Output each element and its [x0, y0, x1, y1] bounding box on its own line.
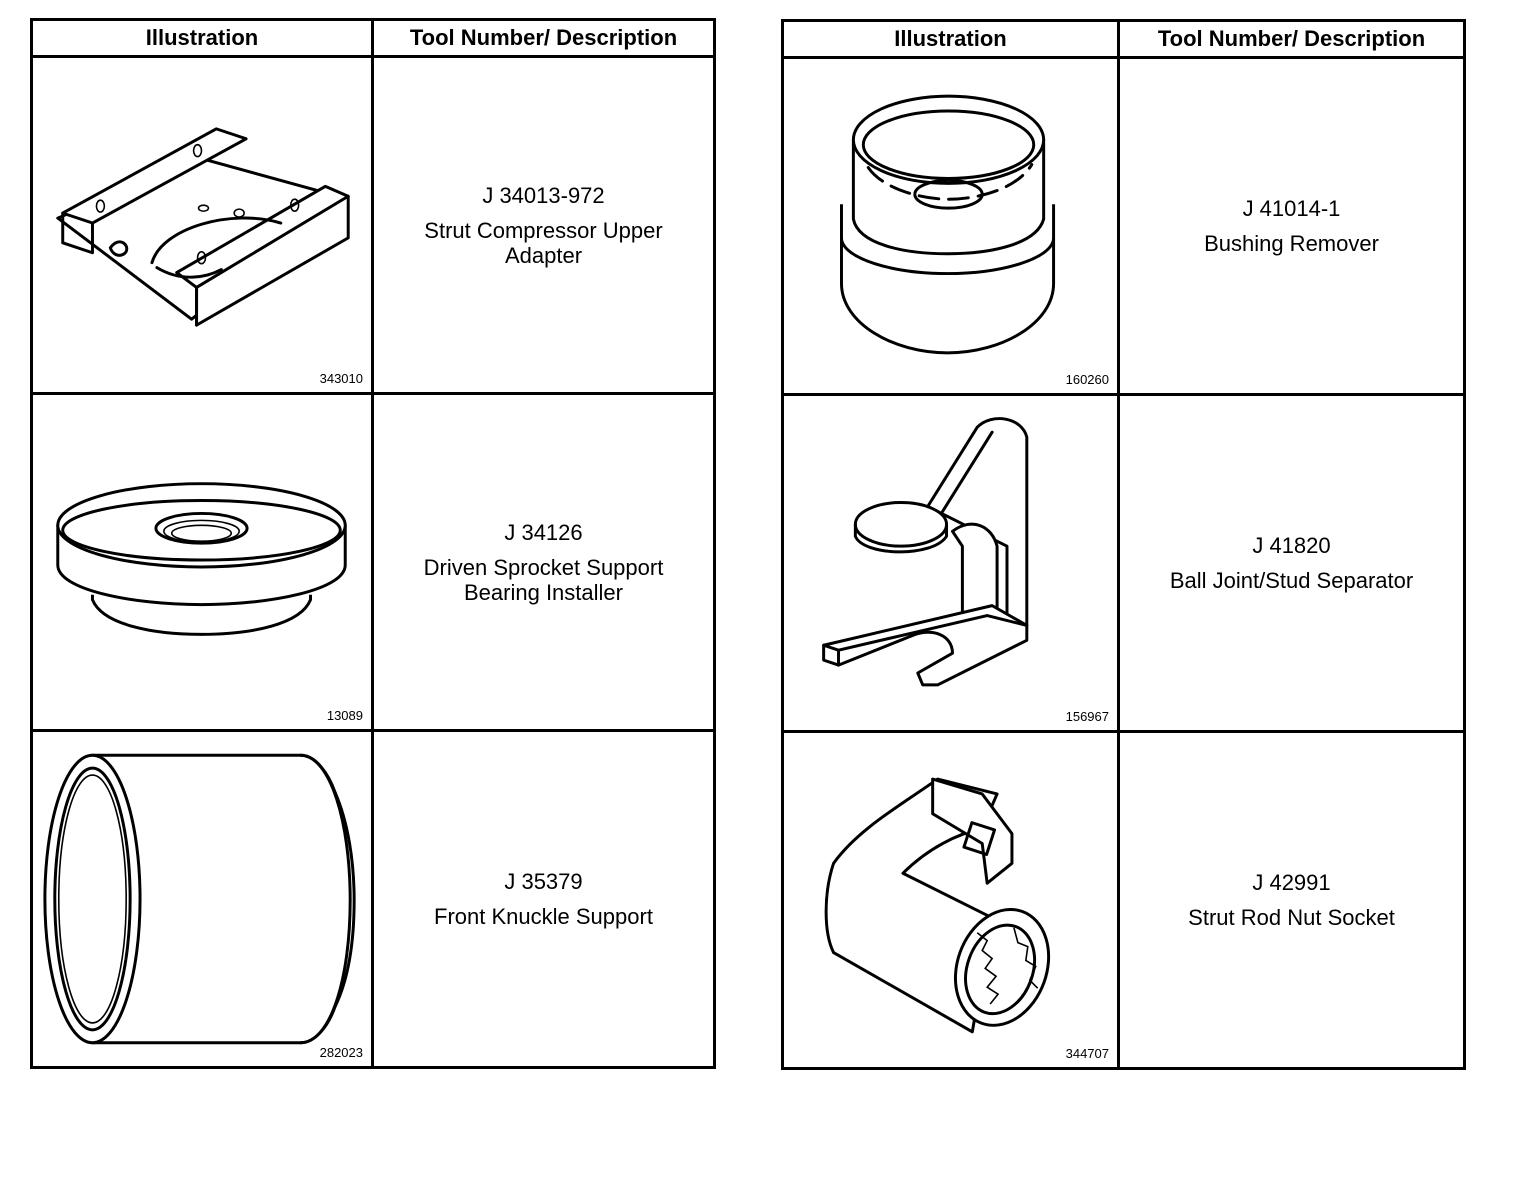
figure-number: 344707 [1065, 1046, 1109, 1061]
ball-joint-separator-icon [822, 417, 1029, 687]
figure-number: 282023 [319, 1045, 363, 1060]
tool-description-cell: J 34013-972 Strut Compressor Upper Adapt… [371, 55, 716, 395]
illustration-cell: 160260 [781, 56, 1120, 396]
tool-name: Ball Joint/Stud Separator [1169, 568, 1414, 593]
figure-number: 156967 [1065, 709, 1109, 724]
table-row: 13089 J 34126 Driven Sprocket Support Be… [30, 392, 716, 732]
knuckle-support-icon [43, 753, 356, 1045]
illustration-cell: 13089 [30, 392, 374, 732]
table-row: 156967 J 41820 Ball Joint/Stud Separator [781, 393, 1466, 733]
tool-name: Strut Compressor Upper Adapter [424, 217, 663, 268]
strut-rod-nut-socket-icon [824, 777, 1051, 1034]
tool-name: Strut Rod Nut Socket [1188, 905, 1395, 930]
bearing-installer-icon [56, 482, 347, 636]
tool-number: J 41820 [1252, 533, 1331, 558]
tool-number: J 34126 [504, 519, 583, 545]
figure-number: 13089 [326, 708, 363, 723]
header-illustration: Illustration [781, 19, 1120, 59]
header-row: Illustration Tool Number/ Description [30, 18, 716, 58]
illustration-cell: 344707 [781, 730, 1120, 1070]
header-row: Illustration Tool Number/ Description [781, 19, 1466, 59]
tool-name: Driven Sprocket Support Bearing Installe… [423, 554, 664, 605]
header-tool-number-description: Tool Number/ Description [371, 18, 716, 58]
tool-number: J 35379 [504, 869, 583, 894]
illustration-cell: 282023 [30, 729, 374, 1069]
tool-number: J 41014-1 [1242, 196, 1341, 221]
tool-table-left: Illustration Tool Number/ Description [30, 18, 716, 1069]
table-row: 344707 J 42991 Strut Rod Nut Socket [781, 730, 1466, 1070]
table-row: 282023 J 35379 Front Knuckle Support [30, 729, 716, 1069]
tool-name: Bushing Remover [1204, 231, 1379, 256]
figure-number: 160260 [1065, 372, 1109, 387]
tool-table-right: Illustration Tool Number/ Description 16… [781, 19, 1466, 1070]
tool-description-cell: J 34126 Driven Sprocket Support Bearing … [371, 392, 716, 732]
header-illustration: Illustration [30, 18, 374, 58]
tool-description-cell: J 41014-1 Bushing Remover [1117, 56, 1466, 396]
header-tool-number-description: Tool Number/ Description [1117, 19, 1466, 59]
tool-number: J 42991 [1252, 870, 1331, 895]
illustration-cell: 343010 [30, 55, 374, 395]
upper-adapter-icon [56, 127, 350, 327]
illustration-cell: 156967 [781, 393, 1120, 733]
tool-number: J 34013-972 [482, 182, 605, 208]
tool-description-cell: J 42991 Strut Rod Nut Socket [1117, 730, 1466, 1070]
tool-description-cell: J 41820 Ball Joint/Stud Separator [1117, 393, 1466, 733]
table-row: 160260 J 41014-1 Bushing Remover [781, 56, 1466, 396]
table-row: 343010 J 34013-972 Strut Compressor Uppe… [30, 55, 716, 395]
tool-name: Front Knuckle Support [434, 904, 653, 929]
figure-number: 343010 [319, 371, 363, 386]
bushing-remover-icon [839, 94, 1056, 355]
tool-description-cell: J 35379 Front Knuckle Support [371, 729, 716, 1069]
